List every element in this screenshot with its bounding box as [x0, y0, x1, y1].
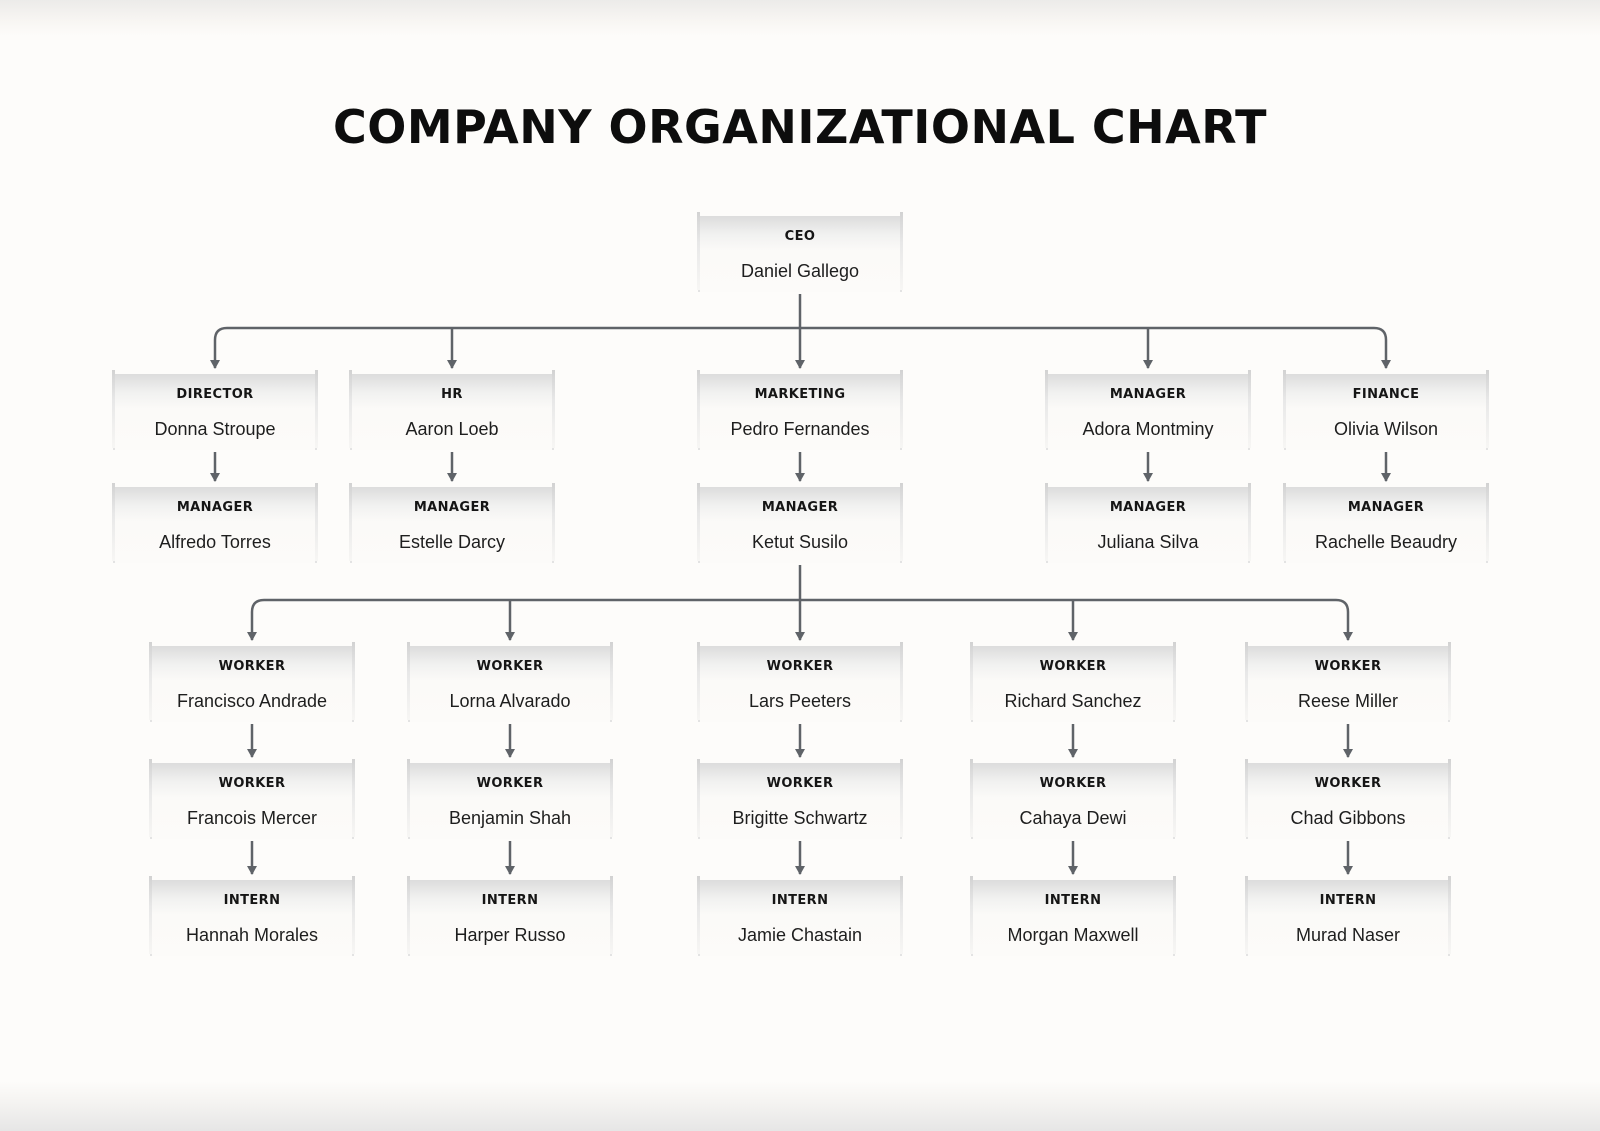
org-node-intern-hannah[interactable]: INTERN Hannah Morales: [149, 876, 355, 956]
node-role: HR: [441, 387, 463, 402]
org-node-worker-lars[interactable]: WORKER Lars Peeters: [697, 642, 903, 722]
node-role: WORKER: [1039, 776, 1107, 791]
node-role: WORKER: [1314, 659, 1382, 674]
node-role: INTERN: [771, 893, 829, 908]
org-node-director[interactable]: DIRECTOR Donna Stroupe: [112, 370, 318, 450]
node-name: Benjamin Shah: [448, 808, 572, 828]
node-role: INTERN: [1044, 893, 1102, 908]
bottom-band: [0, 1081, 1600, 1131]
org-node-worker-francois[interactable]: WORKER Francois Mercer: [149, 759, 355, 839]
org-node-manager-juliana[interactable]: MANAGER Juliana Silva: [1045, 483, 1251, 563]
org-node-worker-chad[interactable]: WORKER Chad Gibbons: [1245, 759, 1451, 839]
node-name: Reese Miller: [1297, 691, 1399, 711]
org-node-intern-morgan[interactable]: INTERN Morgan Maxwell: [970, 876, 1176, 956]
node-name: Lorna Alvarado: [449, 691, 571, 711]
node-name: Daniel Gallego: [740, 261, 860, 281]
org-node-manager-rachelle[interactable]: MANAGER Rachelle Beaudry: [1283, 483, 1489, 563]
node-name: Olivia Wilson: [1333, 419, 1439, 439]
org-node-intern-murad[interactable]: INTERN Murad Naser: [1245, 876, 1451, 956]
node-name: Harper Russo: [454, 925, 566, 945]
org-node-intern-harper[interactable]: INTERN Harper Russo: [407, 876, 613, 956]
node-role: MANAGER: [176, 500, 254, 515]
org-node-manager-ketut[interactable]: MANAGER Ketut Susilo: [697, 483, 903, 563]
node-name: Richard Sanchez: [1004, 691, 1142, 711]
org-node-manager-alfredo[interactable]: MANAGER Alfredo Torres: [112, 483, 318, 563]
node-name: Pedro Fernandes: [730, 419, 870, 439]
chart-title: COMPANY ORGANIZATIONAL CHART: [332, 100, 1268, 154]
org-node-worker-brigitte[interactable]: WORKER Brigitte Schwartz: [697, 759, 903, 839]
node-role: MANAGER: [1109, 387, 1187, 402]
node-role: WORKER: [1314, 776, 1382, 791]
org-node-worker-benjamin[interactable]: WORKER Benjamin Shah: [407, 759, 613, 839]
node-role: MANAGER: [1109, 500, 1187, 515]
node-name: Murad Naser: [1295, 925, 1401, 945]
node-role: WORKER: [766, 776, 834, 791]
org-node-worker-lorna[interactable]: WORKER Lorna Alvarado: [407, 642, 613, 722]
node-role: WORKER: [1039, 659, 1107, 674]
org-node-manager-estelle[interactable]: MANAGER Estelle Darcy: [349, 483, 555, 563]
node-name: Rachelle Beaudry: [1314, 532, 1458, 552]
node-name: Donna Stroupe: [154, 419, 276, 439]
node-role: WORKER: [766, 659, 834, 674]
node-name: Hannah Morales: [185, 925, 319, 945]
node-role: WORKER: [218, 776, 286, 791]
node-name: Brigitte Schwartz: [732, 808, 868, 828]
node-name: Chad Gibbons: [1290, 808, 1406, 828]
node-name: Alfredo Torres: [159, 532, 271, 552]
org-node-worker-francisco[interactable]: WORKER Francisco Andrade: [149, 642, 355, 722]
org-node-worker-reese[interactable]: WORKER Reese Miller: [1245, 642, 1451, 722]
node-role: MANAGER: [1347, 500, 1425, 515]
node-name: Ketut Susilo: [751, 532, 849, 552]
org-node-worker-richard[interactable]: WORKER Richard Sanchez: [970, 642, 1176, 722]
node-role: MARKETING: [754, 387, 846, 402]
node-role: WORKER: [476, 776, 544, 791]
org-node-marketing[interactable]: MARKETING Pedro Fernandes: [697, 370, 903, 450]
org-node-intern-jamie[interactable]: INTERN Jamie Chastain: [697, 876, 903, 956]
node-name: Jamie Chastain: [737, 925, 863, 945]
node-name: Aaron Loeb: [405, 419, 499, 439]
node-role: INTERN: [1319, 893, 1377, 908]
node-name: Cahaya Dewi: [1019, 808, 1127, 828]
node-role: WORKER: [218, 659, 286, 674]
node-name: Francisco Andrade: [176, 691, 328, 711]
node-name: Adora Montminy: [1082, 419, 1214, 439]
top-band: [0, 0, 1600, 36]
org-node-finance[interactable]: FINANCE Olivia Wilson: [1283, 370, 1489, 450]
node-name: Francois Mercer: [186, 808, 318, 828]
node-name: Morgan Maxwell: [1007, 925, 1139, 945]
org-node-hr[interactable]: HR Aaron Loeb: [349, 370, 555, 450]
node-role: MANAGER: [761, 500, 839, 515]
node-role: INTERN: [223, 893, 281, 908]
node-role: DIRECTOR: [176, 387, 254, 402]
node-role: WORKER: [476, 659, 544, 674]
node-role: INTERN: [481, 893, 539, 908]
org-node-worker-cahaya[interactable]: WORKER Cahaya Dewi: [970, 759, 1176, 839]
node-role: FINANCE: [1352, 387, 1420, 402]
node-name: Juliana Silva: [1097, 532, 1199, 552]
org-node-manager-adora[interactable]: MANAGER Adora Montminy: [1045, 370, 1251, 450]
node-name: Estelle Darcy: [398, 532, 506, 552]
node-role: CEO: [784, 229, 816, 244]
node-role: MANAGER: [413, 500, 491, 515]
org-node-ceo[interactable]: CEO Daniel Gallego: [697, 212, 903, 292]
node-name: Lars Peeters: [748, 691, 852, 711]
